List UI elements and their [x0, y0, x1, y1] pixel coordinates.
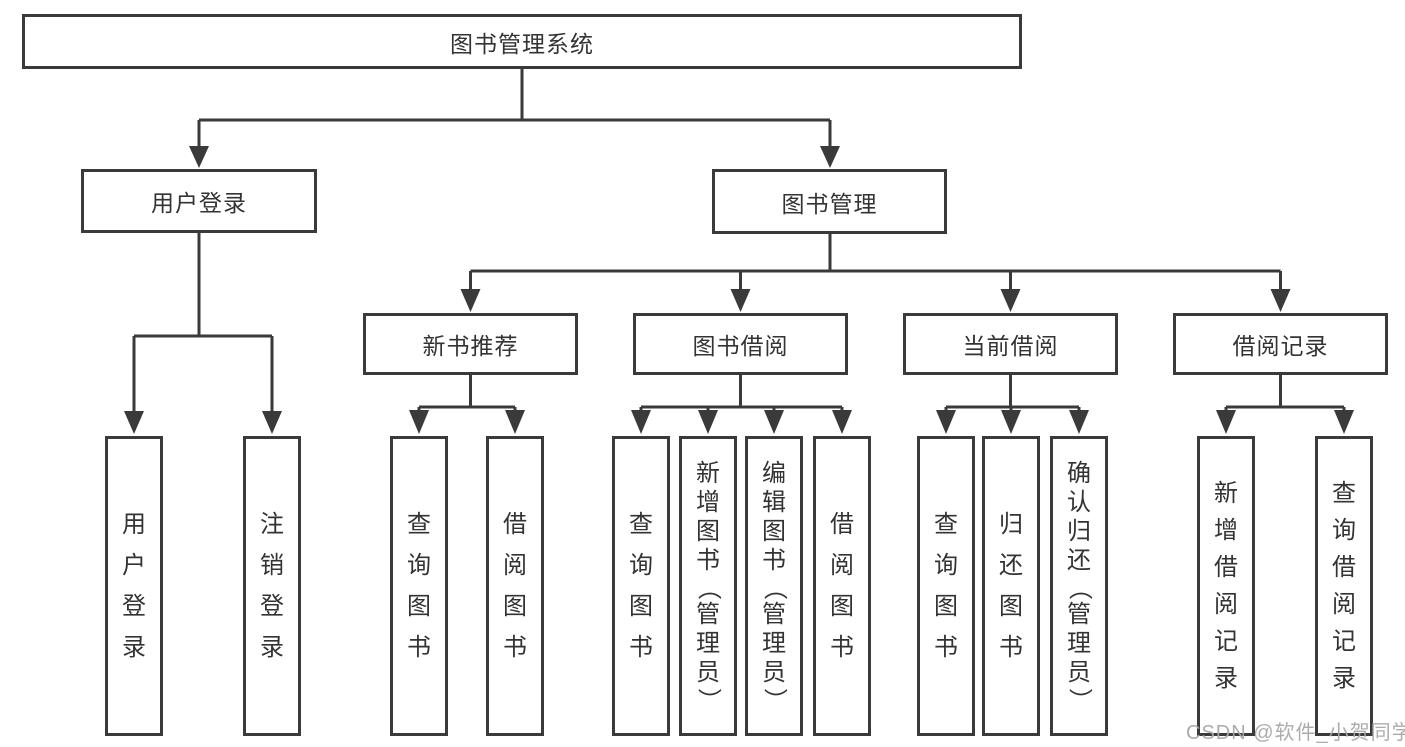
node-current-borrow: 当前借阅	[903, 313, 1118, 375]
node-book-management-label: 图书管理	[781, 190, 878, 217]
leaf-logout: 注销登录	[243, 436, 301, 736]
leaf-user-login: 用户登录	[105, 436, 163, 736]
leaf-label: 归还图书	[999, 510, 1023, 661]
node-new-book-recommend-label: 新书推荐	[422, 333, 519, 359]
leaf-label: 新增借阅记录	[1214, 479, 1238, 692]
leaf-label: 查询借阅记录	[1332, 479, 1356, 692]
node-book-borrow-label: 图书借阅	[692, 333, 789, 359]
leaf-label: 新增图书（管理员）	[695, 460, 722, 713]
node-borrow-records: 借阅记录	[1173, 313, 1388, 375]
node-new-book-recommend: 新书推荐	[363, 313, 578, 375]
leaf-query-books-2: 查询图书	[612, 436, 670, 736]
leaf-edit-books-admin: 编辑图书（管理员）	[745, 436, 803, 736]
leaf-label: 注销登录	[260, 510, 284, 661]
node-borrow-records-label: 借阅记录	[1232, 333, 1329, 359]
leaf-label: 借阅图书	[503, 510, 527, 661]
leaf-confirm-return-admin: 确认归还（管理员）	[1050, 436, 1108, 736]
node-user-login: 用户登录	[81, 169, 317, 233]
csdn-watermark: CSDN @软件_小贺同学	[1186, 722, 1405, 744]
node-library-system-label: 图书管理系统	[450, 30, 594, 57]
node-current-borrow-label: 当前借阅	[962, 333, 1059, 359]
leaf-label: 查询图书	[629, 510, 653, 661]
node-book-borrow: 图书借阅	[633, 313, 848, 375]
leaf-label: 查询图书	[407, 510, 431, 661]
leaf-return-books: 归还图书	[982, 436, 1040, 736]
leaf-query-books-1: 查询图书	[390, 436, 448, 736]
leaf-label: 查询图书	[934, 510, 958, 661]
leaf-label: 借阅图书	[830, 510, 854, 661]
leaf-query-books-3: 查询图书	[917, 436, 975, 736]
leaf-add-borrow-record: 新增借阅记录	[1197, 436, 1255, 736]
node-library-system: 图书管理系统	[22, 14, 1022, 69]
leaf-label: 用户登录	[122, 510, 146, 661]
leaf-borrow-books-2: 借阅图书	[813, 436, 871, 736]
leaf-label: 确认归还（管理员）	[1066, 460, 1093, 713]
leaf-query-borrow-record: 查询借阅记录	[1315, 436, 1373, 736]
leaf-add-books-admin: 新增图书（管理员）	[679, 436, 737, 736]
leaf-borrow-books-1: 借阅图书	[486, 436, 544, 736]
leaf-label: 编辑图书（管理员）	[761, 460, 788, 713]
node-book-management: 图书管理	[712, 169, 947, 234]
node-user-login-label: 用户登录	[151, 190, 247, 216]
